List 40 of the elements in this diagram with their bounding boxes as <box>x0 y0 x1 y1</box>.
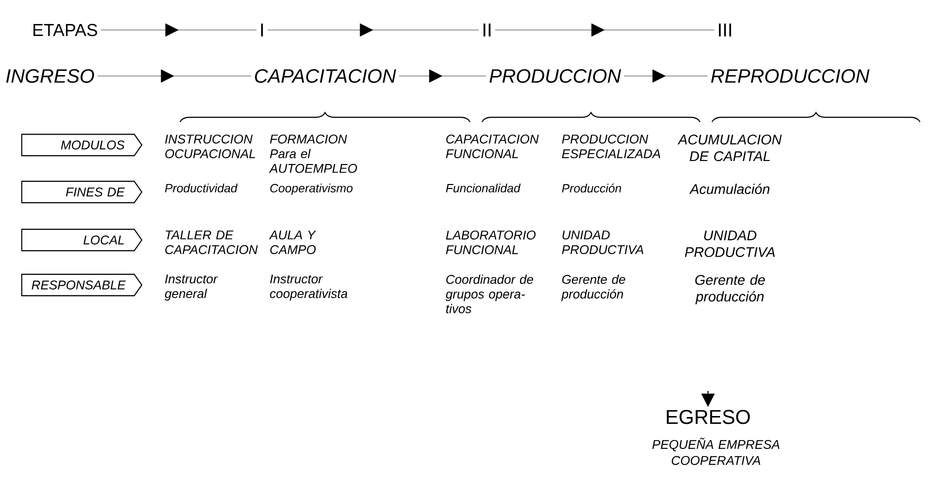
arrow <box>398 69 486 83</box>
stage-label: I <box>261 24 263 36</box>
stage-label: ETAPAS <box>34 24 98 36</box>
row-label-tag: LOCAL <box>21 228 142 252</box>
arrow <box>494 23 714 37</box>
cell-text: Coordinador de grupos opera- tivos <box>446 274 534 314</box>
cell-text: INSTRUCCION OCUPACIONAL <box>165 134 255 158</box>
cell-text: FORMACION Para el AUTOEMPLEO <box>268 134 358 173</box>
cell-text: TALLER DE CAPACITACION <box>165 230 258 254</box>
caption-text: PEQUEÑA EMPRESA COOPERATIVA <box>652 438 780 465</box>
cell-text: ACUMULACION DE CAPITAL <box>678 134 782 162</box>
row-label-tag: RESPONSABLE <box>21 274 142 296</box>
cell-text: PRODUCCION ESPECIALIZADA <box>562 134 660 158</box>
arrow <box>267 23 480 37</box>
stage-label: III <box>718 24 732 36</box>
cell-text: Cooperativismo <box>270 184 353 195</box>
stage-label: II <box>484 24 490 36</box>
cell-text: AULA Y CAMPO <box>268 230 316 254</box>
row-label-tag: MODULOS <box>21 134 142 156</box>
cell-text: CAPACITACION FUNCIONAL <box>446 134 539 158</box>
cell-text: Productividad <box>164 184 238 192</box>
stage-label: PRODUCCION <box>490 69 622 83</box>
stage-label: INGRESO <box>6 69 94 83</box>
row-label-tag: FINES DE <box>21 180 142 204</box>
cell-text: Gerente de producción <box>695 274 765 304</box>
cell-text: Instructor general <box>164 274 218 301</box>
cell-text: UNIDAD PRODUCTIVA <box>562 230 644 254</box>
cell-text: Gerente de producción <box>561 274 626 302</box>
cell-text: UNIDAD PRODUCTIVA <box>684 230 775 258</box>
cell-text: Acumulación <box>689 184 770 194</box>
arrow <box>97 69 252 83</box>
cell-text: LABORATORIO FUNCIONAL <box>446 230 536 254</box>
stage-label: REPRODUCCION <box>711 69 870 83</box>
arrow <box>624 69 708 83</box>
cell-text: Producción <box>562 184 622 193</box>
stage-label: CAPACITACION <box>255 69 396 83</box>
cell-text: Instructor cooperativista <box>270 274 348 301</box>
stage-label: EGRESO <box>666 410 750 424</box>
arrow <box>100 23 257 37</box>
cell-text: Funcionalidad <box>446 184 521 192</box>
